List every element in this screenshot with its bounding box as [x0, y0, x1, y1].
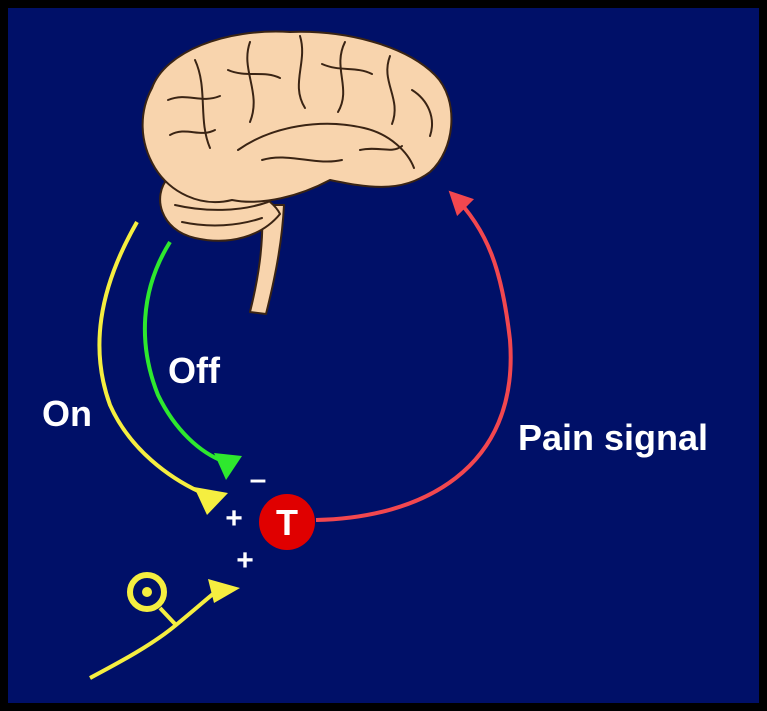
off-label: Off [168, 350, 221, 391]
on-synapse-sign: + [225, 502, 243, 535]
on-label: On [42, 393, 92, 434]
afferent-synapse-sign: + [236, 544, 254, 577]
transmission-cell-label: T [276, 502, 298, 543]
pain-signal-label: Pain signal [518, 417, 708, 458]
off-synapse-sign: – [250, 463, 267, 496]
